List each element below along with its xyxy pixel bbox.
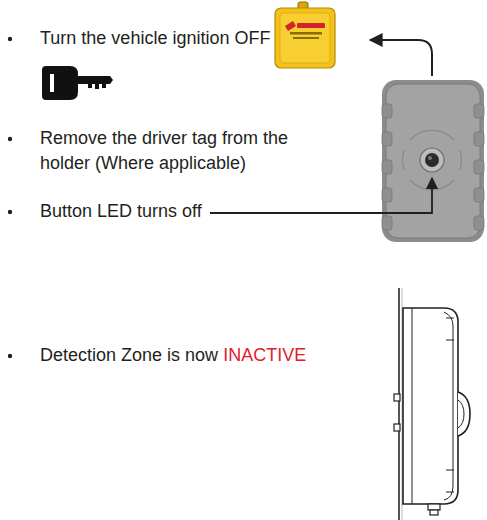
removal-arrow (370, 40, 432, 76)
status-word: INACTIVE (223, 343, 306, 368)
bullet (8, 37, 12, 41)
label-holder: Remove the driver tag from the holder (W… (40, 126, 315, 176)
label-holder: Detection Zone is now (40, 343, 218, 368)
tag-holder-side (394, 288, 470, 520)
bullets (8, 37, 12, 358)
key-icon (42, 66, 113, 100)
status-text: Detection Zone is now (40, 343, 218, 368)
driver-tag (275, 2, 335, 68)
label-holder: Turn the vehicle ignition OFF (40, 26, 270, 51)
bullet (8, 210, 12, 214)
label-holder: Button LED turns off (40, 199, 202, 224)
instruction-text: Remove the driver tag from the holder (W… (40, 126, 315, 176)
callout-text: Button LED turns off (40, 199, 202, 224)
tag-holder-front (382, 80, 484, 242)
label-holder: INACTIVE (223, 343, 306, 368)
bullet (8, 137, 12, 141)
leader-line (210, 178, 432, 213)
bullet (8, 354, 12, 358)
instruction-text: Turn the vehicle ignition OFF (40, 26, 270, 51)
